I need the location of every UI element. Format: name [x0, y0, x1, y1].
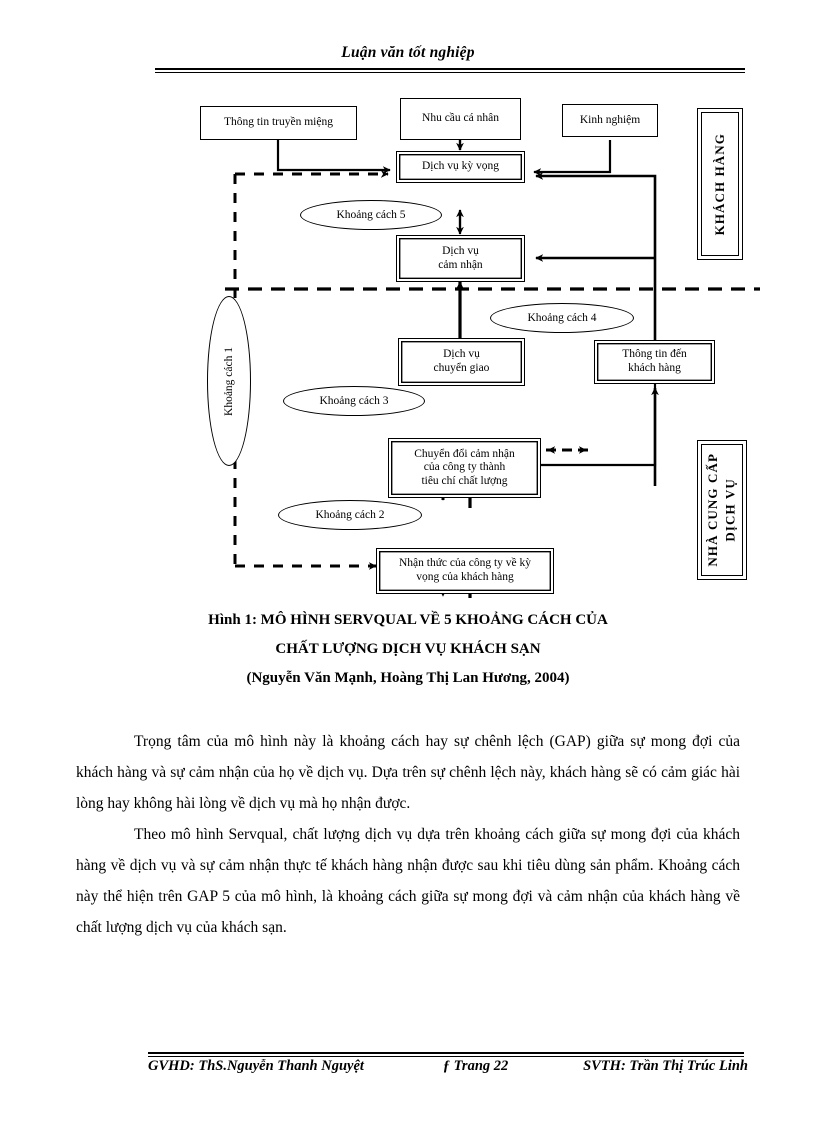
figure-caption-line-3: (Nguyễn Văn Mạnh, Hoàng Thị Lan Hương, 2… — [246, 670, 570, 686]
footer-student: SVTH: Trần Thị Trúc Linh — [583, 1058, 748, 1074]
box-expected-service: Dịch vụ kỳ vọng — [396, 151, 525, 183]
box-quality-specifications: Chuyển đổi cảm nhận của công ty thành ti… — [388, 438, 541, 498]
side-label-customer-inner: KHÁCH HÀNG — [701, 112, 739, 256]
box-service-delivery: Dịch vụ chuyển giao — [398, 338, 525, 386]
footer-divider-rule — [148, 1052, 744, 1057]
page-running-header: Luận văn tốt nghiệp — [341, 44, 475, 61]
box-management-perceptions: Nhận thức của công ty về kỳ vọng của khá… — [376, 548, 554, 594]
box-perceived-service: Dịch vụ cảm nhận — [396, 235, 525, 282]
gap-label-3: Khoảng cách 3 — [283, 386, 425, 416]
body-paragraph-1: Trọng tâm của mô hình này là khoảng cách… — [76, 733, 740, 812]
box-word-of-mouth: Thông tin truyền miệng — [200, 106, 357, 140]
side-label-service-provider: NHÀ CUNG CẤP DỊCH VỤ — [697, 440, 747, 580]
side-label-service-provider-inner: NHÀ CUNG CẤP DỊCH VỤ — [701, 444, 743, 576]
page-footer: GVHD: ThS.Nguyễn Thanh Nguyệt ƒ Trang 22… — [148, 1058, 748, 1075]
box-external-communications: Thông tin đến khách hàng — [594, 340, 715, 384]
gap-label-4: Khoảng cách 4 — [490, 303, 634, 333]
gap-label-2: Khoảng cách 2 — [278, 500, 422, 530]
gap-label-1: Khoảng cách 1 — [207, 296, 251, 466]
footer-page-number: ƒ Trang 22 — [442, 1058, 509, 1074]
box-experience: Kinh nghiệm — [562, 104, 658, 137]
body-text: Trọng tâm của mô hình này là khoảng cách… — [76, 726, 740, 943]
gap-label-5: Khoảng cách 5 — [300, 200, 442, 230]
footer-supervisor: GVHD: ThS.Nguyễn Thanh Nguyệt — [148, 1058, 364, 1074]
side-label-customer: KHÁCH HÀNG — [697, 108, 743, 260]
servqual-gap-model-figure: Thông tin truyền miệng Nhu cầu cá nhân K… — [0, 88, 816, 598]
header-divider-rule — [155, 68, 745, 73]
body-paragraph-2: Theo mô hình Servqual, chất lượng dịch v… — [76, 826, 740, 936]
figure-caption-line-2: CHẤT LƯỢNG DỊCH VỤ KHÁCH SẠN — [275, 641, 541, 657]
figure-caption-line-1: Hình 1: MÔ HÌNH SERVQUAL VỀ 5 KHOẢNG CÁC… — [208, 612, 608, 628]
figure-caption: Hình 1: MÔ HÌNH SERVQUAL VỀ 5 KHOẢNG CÁC… — [108, 606, 708, 693]
box-personal-needs: Nhu cầu cá nhân — [400, 98, 521, 140]
